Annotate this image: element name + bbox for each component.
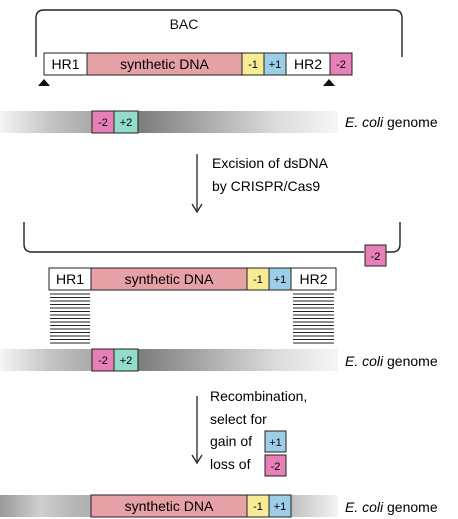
- genome-label-1: E. coli genome: [345, 114, 438, 130]
- minus2-label-loss: -2: [271, 461, 281, 473]
- hr2-label-top: HR2: [294, 56, 322, 72]
- homology-lines-left: [50, 293, 90, 344]
- recombination-text-line1: Recombination,: [210, 388, 307, 404]
- genome-species-1: E. coli: [345, 114, 384, 130]
- synthetic-dna-label-mid: synthetic DNA: [125, 271, 214, 287]
- minus2-box-top: [329, 52, 353, 76]
- bac-top: BAC HR1 synthetic DNA -1 +1 HR2 -2: [35, 9, 403, 86]
- genome-species-2: E. coli: [345, 353, 384, 369]
- hr2-box-mid: [290, 267, 337, 291]
- genome-bar-2: [0, 349, 338, 371]
- synthetic-dna-label-top: synthetic DNA: [120, 56, 209, 72]
- plus1-label-genome3: +1: [274, 501, 287, 513]
- minus2-label-genome2: -2: [98, 355, 108, 367]
- genome-bar-1: [0, 111, 338, 133]
- plus2-box-genome1: [113, 110, 139, 134]
- minus1-label-genome3: -1: [253, 501, 263, 513]
- recombination-step: Recombination, select for gain of +1 los…: [191, 388, 307, 477]
- minus2-label-genome1: -2: [98, 117, 108, 129]
- excision-arrow-head: [191, 203, 203, 214]
- genome-label-2: E. coli genome: [345, 353, 438, 369]
- homology-lines-right: [293, 293, 334, 344]
- minus2-box-loss: [264, 454, 287, 477]
- recombination-arrow-head: [191, 454, 203, 465]
- excision-step: Excision of dsDNA by CRISPR/Cas9: [191, 154, 329, 214]
- excision-text-line2: by CRISPR/Cas9: [212, 178, 320, 194]
- plus1-label-top: +1: [269, 59, 282, 71]
- hr2-label-mid: HR2: [299, 271, 327, 287]
- plus1-label-gain: +1: [269, 437, 282, 449]
- hr1-label-mid: HR1: [56, 271, 84, 287]
- excised-fragment: HR1 synthetic DNA -1 +1 HR2: [48, 267, 337, 344]
- cut-site-left-marker: [38, 79, 50, 86]
- hr1-label-top: HR1: [51, 56, 79, 72]
- plus1-label-mid: +1: [274, 274, 287, 286]
- plus2-label-genome1: +2: [120, 117, 133, 129]
- bac-label: BAC: [170, 16, 199, 32]
- cut-site-right-marker: [323, 79, 335, 86]
- genome-row-1: -2 +2 E. coli genome: [0, 110, 438, 134]
- bac-backbone-open: [23, 222, 364, 253]
- recombination-gain-text: gain of: [210, 433, 252, 449]
- genome-label-3: E. coli genome: [345, 499, 438, 515]
- bac-backbone-top: [35, 9, 403, 57]
- minus2-label-bac-open: -2: [371, 251, 381, 263]
- plus2-box-genome2: [113, 348, 139, 372]
- synthetic-dna-label-genome3: synthetic DNA: [125, 498, 214, 514]
- recombination-text-line2: select for: [210, 411, 267, 427]
- minus2-box-bac-open: [364, 244, 387, 267]
- genome-row-3: synthetic DNA -1 +1 E. coli genome: [0, 494, 438, 518]
- genome-suffix-1: genome: [383, 114, 438, 130]
- plus1-box-genome3: [268, 494, 292, 518]
- bac-backbone-open-right: [386, 222, 401, 253]
- recombination-loss-text: loss of: [210, 456, 251, 472]
- plus2-label-genome2: +2: [120, 355, 133, 367]
- minus2-label-top: -2: [336, 59, 346, 71]
- excision-text-line1: Excision of dsDNA: [212, 155, 329, 171]
- minus1-label-top: -1: [248, 59, 258, 71]
- bac-open: -2: [23, 222, 401, 267]
- genome-suffix-2: genome: [383, 353, 438, 369]
- genome-species-3: E. coli: [345, 499, 384, 515]
- genome-suffix-3: genome: [383, 499, 438, 515]
- genome-row-2: -2 +2 E. coli genome: [0, 348, 438, 372]
- plus1-box-gain: [264, 430, 287, 453]
- minus1-label-mid: -1: [253, 274, 263, 286]
